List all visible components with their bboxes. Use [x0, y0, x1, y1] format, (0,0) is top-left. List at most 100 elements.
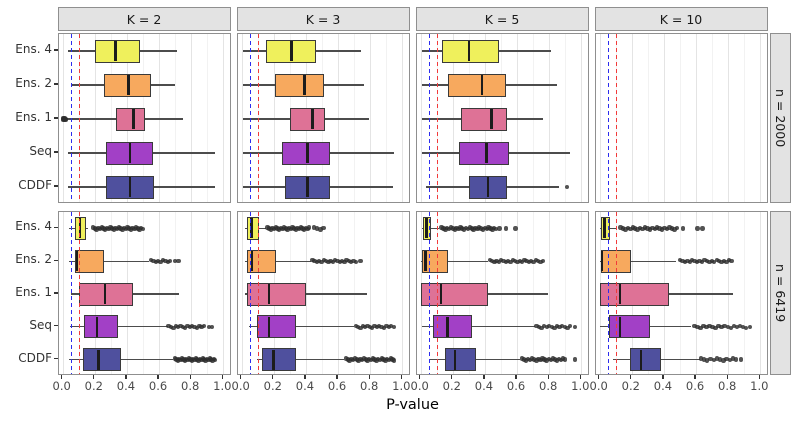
outlier-dot — [633, 226, 638, 231]
outlier-dot — [492, 260, 497, 265]
outlier-dot — [712, 259, 717, 264]
gridline — [370, 212, 372, 374]
y-tick — [53, 357, 58, 360]
gridline — [402, 34, 404, 202]
outlier-dot — [540, 258, 545, 263]
outlier-dot — [699, 259, 705, 264]
median-line — [250, 218, 253, 239]
outlier-dot — [628, 226, 633, 232]
outlier-dot — [538, 260, 543, 265]
x-tick-label: 0.4 — [295, 379, 315, 393]
median-line — [490, 109, 493, 129]
median-line — [251, 251, 254, 272]
reference-line — [70, 212, 73, 374]
median-line — [95, 316, 99, 337]
outlier-dot — [348, 260, 354, 265]
median-line — [132, 109, 135, 129]
outlier-dot — [707, 260, 712, 265]
gridline — [175, 34, 177, 202]
gridline — [110, 34, 112, 202]
boxplot-box — [421, 282, 488, 306]
outlier-dot — [370, 325, 375, 330]
outlier-dot — [199, 325, 204, 330]
x-tick-label: 0.6 — [685, 379, 705, 393]
reference-line — [428, 212, 431, 374]
whisker-line — [422, 326, 535, 328]
boxplot-box — [75, 249, 105, 273]
outlier-dot — [727, 357, 732, 363]
outlier-dot — [709, 258, 714, 263]
outlier-dot — [314, 226, 320, 231]
x-tick-label: 1.0 — [392, 379, 411, 393]
outlier-dot — [171, 325, 176, 330]
x-tick-label: 0.4 — [653, 379, 673, 393]
gridline — [322, 212, 323, 374]
gridline — [159, 212, 161, 374]
outlier-dot — [160, 258, 166, 263]
outlier-dot — [694, 260, 700, 265]
facet-panel — [57, 33, 231, 203]
gridline — [728, 212, 730, 374]
gridline — [501, 212, 502, 374]
boxplot-box — [441, 39, 500, 63]
outlier-dot — [692, 259, 697, 264]
y-axis-label: Seq — [29, 317, 52, 332]
boxplot-box — [275, 73, 324, 97]
x-tick-label: 0.0 — [231, 379, 250, 393]
outlier-dot — [185, 324, 190, 329]
outlier-dot — [365, 323, 370, 328]
median-line — [424, 251, 427, 272]
outlier-dot — [317, 258, 322, 263]
outlier-dot — [552, 325, 557, 330]
outlier-dot — [572, 324, 578, 329]
reference-line — [78, 212, 81, 374]
x-tick — [189, 375, 191, 379]
outlier-dot — [358, 259, 363, 264]
y-tick — [53, 325, 58, 327]
gridline — [62, 212, 64, 374]
gridline — [663, 34, 665, 202]
outlier-dot — [697, 258, 702, 263]
gridline — [354, 212, 356, 374]
outlier-dot — [664, 226, 670, 232]
gridline — [647, 34, 649, 202]
gridline — [517, 212, 519, 374]
outlier-dot — [690, 258, 695, 263]
median-line — [290, 41, 293, 61]
gridline — [159, 34, 161, 202]
outlier-dot — [355, 324, 361, 329]
boxplot-box — [460, 107, 508, 131]
reference-line — [257, 34, 260, 202]
outlier-dot — [701, 324, 706, 329]
outlier-dot — [353, 259, 358, 264]
outlier-dot — [567, 324, 573, 329]
outlier-dot — [635, 227, 640, 232]
outlier-dot — [637, 225, 643, 231]
outlier-dot — [724, 259, 729, 264]
gridline — [728, 34, 730, 202]
gridline — [207, 212, 209, 374]
x-tick — [579, 375, 581, 379]
x-tick — [400, 375, 402, 379]
outlier-dot — [379, 324, 384, 329]
reference-line — [428, 34, 431, 202]
gridline — [241, 212, 243, 374]
facet-strip-row: n = 6419 — [770, 211, 791, 375]
outlier-dot — [517, 258, 522, 263]
x-tick — [336, 375, 338, 379]
outlier-dot — [544, 325, 549, 330]
outlier-dot — [704, 259, 710, 264]
gridline — [712, 34, 714, 202]
boxplot-box — [246, 282, 306, 306]
outlier-dot — [737, 323, 742, 328]
outlier-dot — [178, 323, 183, 328]
outlier-dot — [392, 358, 397, 363]
outlier-dot — [672, 227, 677, 232]
outlier-dot — [729, 259, 734, 264]
median-line — [303, 75, 306, 95]
x-tick — [598, 375, 600, 379]
gridline — [549, 212, 551, 374]
median-line — [601, 251, 604, 272]
gridline — [680, 212, 681, 374]
gridline — [696, 212, 698, 374]
